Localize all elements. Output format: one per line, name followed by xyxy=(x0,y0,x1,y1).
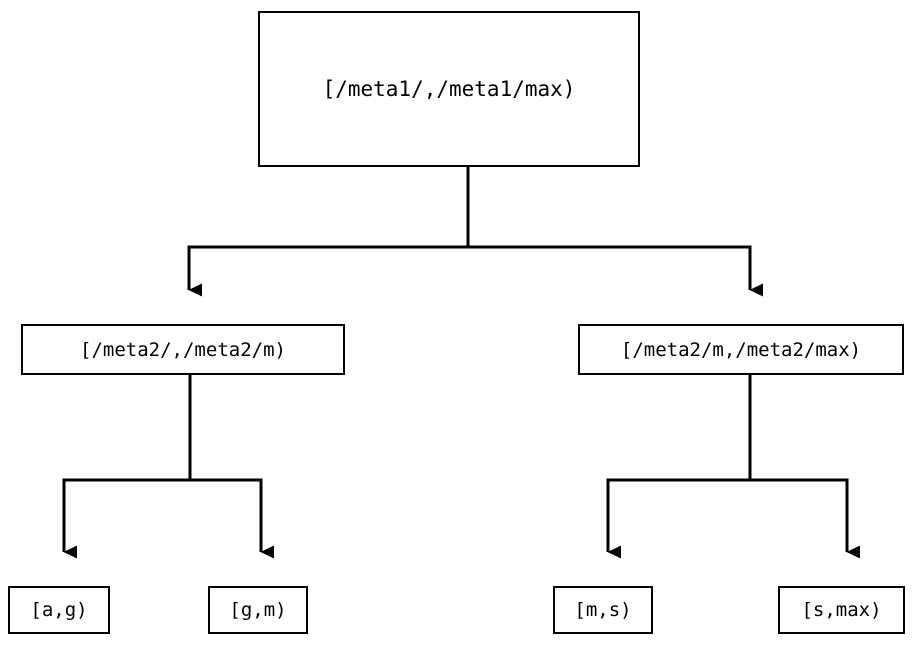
tree-node-leaf-gm[interactable]: [g,m) xyxy=(208,586,308,634)
tree-node-leaf-ag-label: [a,g) xyxy=(30,599,88,621)
tree-node-mid-left[interactable]: [/meta2/,/meta2/m) xyxy=(21,324,345,375)
tree-node-mid-right-label: [/meta2/m,/meta2/max) xyxy=(620,338,862,361)
tree-node-leaf-gm-label: [g,m) xyxy=(229,599,287,621)
edge-mid-right-to-leaf-ms xyxy=(606,375,752,559)
edge-root-to-mid-right xyxy=(466,167,763,297)
edge-root-to-mid-left xyxy=(187,167,470,297)
tree-node-mid-left-label: [/meta2/,/meta2/m) xyxy=(80,338,286,361)
edge-mid-left-to-leaf-ag xyxy=(62,375,192,559)
tree-node-leaf-smax[interactable]: [s,max) xyxy=(778,586,905,634)
tree-node-leaf-ms-label: [m,s) xyxy=(574,599,632,621)
tree-node-leaf-ag[interactable]: [a,g) xyxy=(8,586,110,634)
edge-mid-left-to-leaf-gm xyxy=(188,375,274,559)
tree-node-root-label: [/meta1/,/meta1/max) xyxy=(322,77,576,101)
edge-mid-right-to-leaf-smax xyxy=(748,375,860,559)
tree-node-root[interactable]: [/meta1/,/meta1/max) xyxy=(258,11,640,167)
tree-node-leaf-ms[interactable]: [m,s) xyxy=(553,586,653,634)
tree-node-leaf-smax-label: [s,max) xyxy=(801,599,882,621)
tree-node-mid-right[interactable]: [/meta2/m,/meta2/max) xyxy=(578,324,904,375)
